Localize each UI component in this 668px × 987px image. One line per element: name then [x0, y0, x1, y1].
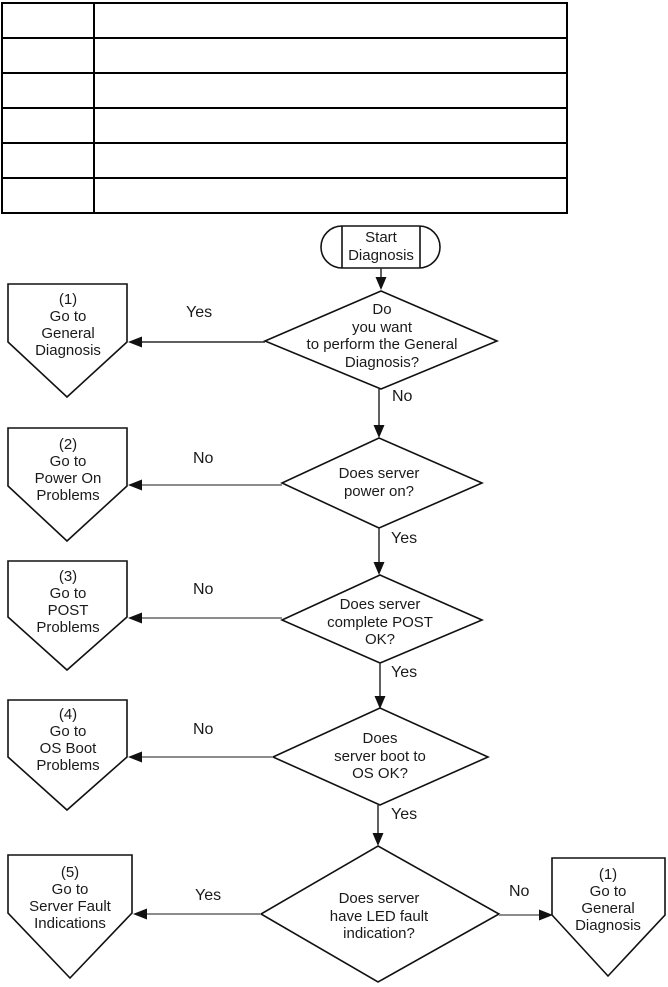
table-row: [1, 107, 568, 144]
table-row: [1, 2, 568, 39]
decision-2-question: Does server power on?: [338, 465, 420, 500]
goto-5-label: (5) Go to Server Fault Indications: [29, 864, 111, 932]
table-cell: [93, 107, 568, 144]
decision-4-no-label: No: [193, 721, 214, 738]
goto-1-pentagon: [7, 283, 128, 399]
table-cell: [1, 107, 95, 144]
table-cell: [93, 72, 568, 109]
decision-5-diamond: [259, 845, 501, 983]
goto-2-pentagon: [7, 427, 128, 543]
decision-4-question: Does server boot to OS OK?: [334, 730, 426, 782]
table-row: [1, 177, 568, 214]
arrowhead-d1-to-d2: [373, 425, 385, 438]
goto-6-label: (1) Go to General Diagnosis: [575, 866, 641, 934]
arrowhead-start-to-d1: [375, 277, 387, 290]
goto-4-pentagon: [7, 699, 128, 812]
reference-table: [1, 2, 568, 214]
table-cell: [1, 2, 95, 39]
table-cell: [93, 142, 568, 179]
table-cell: [1, 72, 95, 109]
table-cell: [1, 177, 95, 214]
table-cell: [93, 177, 568, 214]
table-row: [1, 37, 568, 74]
arrowhead-d4-to-d5: [372, 833, 384, 846]
arrowhead-goto5: [133, 908, 147, 920]
goto-1-label: (1) Go to General Diagnosis: [35, 291, 101, 359]
goto-6-pentagon: [551, 857, 666, 978]
arrowhead-d3-to-d4: [374, 696, 386, 709]
table-cell: [93, 37, 568, 74]
arrowhead-goto3: [128, 612, 142, 624]
table-cell: [1, 142, 95, 179]
arrowhead-goto1: [128, 336, 142, 348]
decision-5-question: Does server have LED fault indication?: [329, 890, 429, 942]
decision-3-question: Does server complete POST OK?: [327, 596, 433, 648]
decision-2-yes-label: Yes: [391, 530, 418, 547]
decision-3-no-label: No: [193, 581, 214, 598]
decision-4-diamond: [271, 707, 490, 806]
decision-3-yes-label: Yes: [391, 664, 418, 681]
goto-2-label: (2) Go to Power On Problems: [34, 436, 102, 504]
table-row: [1, 142, 568, 179]
decision-1-no-label: No: [392, 388, 413, 405]
decision-1-diamond: [262, 290, 500, 390]
goto-3-label: (3) Go to POST Problems: [36, 568, 100, 636]
goto-5-pentagon: [7, 854, 133, 980]
goto-3-pentagon: [7, 560, 128, 672]
arrowhead-goto4: [128, 751, 142, 763]
arrowhead-goto2: [128, 479, 142, 491]
arrowhead-goto6: [539, 909, 553, 921]
decision-5-no-label: No: [509, 883, 530, 900]
start-label: Start Diagnosis: [348, 229, 414, 264]
reference-table-body: [1, 2, 568, 214]
table-cell: [1, 37, 95, 74]
arrowhead-d2-to-d3: [373, 562, 385, 575]
decision-4-yes-label: Yes: [391, 806, 418, 823]
decision-2-no-label: No: [193, 450, 214, 467]
goto-4-label: (4) Go to OS Boot Problems: [36, 706, 100, 774]
table-row: [1, 72, 568, 109]
decision-1-yes-label: Yes: [186, 304, 213, 321]
decision-5-yes-label: Yes: [195, 887, 222, 904]
decision-1-question: Do you want to perform the General Diagn…: [306, 301, 458, 371]
table-cell: [93, 2, 568, 39]
